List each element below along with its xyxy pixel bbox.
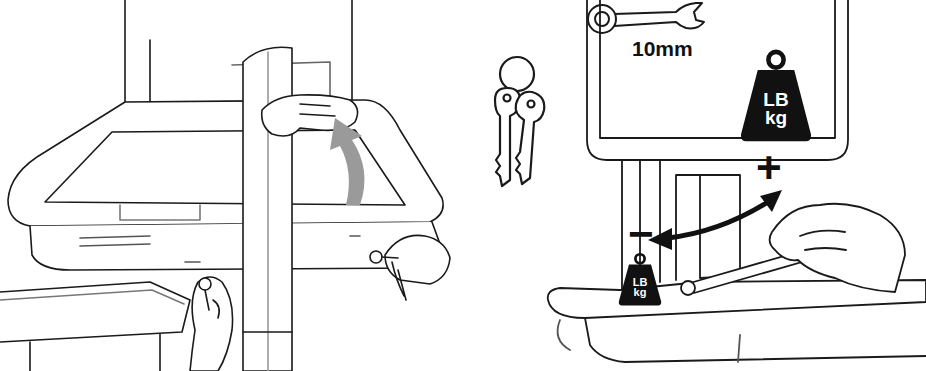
weight-body bbox=[619, 265, 661, 306]
lock bbox=[370, 251, 382, 263]
cart-base bbox=[30, 334, 160, 371]
wrench-ring bbox=[588, 5, 616, 33]
minus-sign: − bbox=[628, 212, 654, 256]
weight-ring bbox=[768, 52, 783, 68]
plus-sign: + bbox=[756, 146, 782, 190]
key-ring bbox=[500, 57, 534, 91]
tray-rim bbox=[8, 100, 443, 226]
cart-right bbox=[548, 0, 926, 362]
arrow-head bbox=[760, 190, 782, 212]
post-joint bbox=[243, 331, 292, 333]
weight-icon: LB kg bbox=[617, 252, 663, 306]
unit-label: LB kg bbox=[633, 277, 648, 298]
finger-line bbox=[800, 231, 846, 250]
drawer-slot bbox=[80, 236, 360, 262]
weight-text-box: LB kg bbox=[738, 48, 814, 142]
keyboard-shelf bbox=[0, 290, 184, 304]
weight-icon: LB kg bbox=[738, 48, 814, 142]
post bbox=[243, 47, 292, 371]
monitor-frame bbox=[587, 0, 848, 160]
dimension-label: 10mm bbox=[632, 38, 693, 59]
lift-arrow bbox=[330, 118, 365, 205]
hand bbox=[770, 204, 905, 292]
lock bbox=[199, 278, 211, 290]
wrench-end bbox=[681, 281, 695, 295]
unit-label: LB kg bbox=[763, 91, 788, 127]
key bbox=[516, 92, 545, 184]
platform-front bbox=[585, 318, 926, 362]
hand bbox=[190, 277, 233, 371]
weight-text-box: LB kg bbox=[617, 252, 663, 306]
finger-line bbox=[300, 104, 335, 116]
weight-body bbox=[741, 70, 811, 141]
key bbox=[382, 257, 406, 300]
turn-arrow bbox=[668, 202, 768, 238]
tray-tab bbox=[120, 205, 200, 220]
wrench-handle bbox=[614, 3, 704, 28]
post-edge bbox=[267, 52, 269, 371]
platform-detail bbox=[558, 320, 740, 362]
wrench-ring bbox=[595, 12, 609, 26]
keys-icon bbox=[495, 57, 544, 186]
drawer bbox=[30, 222, 440, 270]
key-hole bbox=[528, 101, 535, 108]
key bbox=[205, 290, 219, 318]
wrench-icon bbox=[588, 3, 704, 33]
key-hole bbox=[504, 95, 511, 102]
keyboard-shelf bbox=[0, 282, 190, 342]
hand bbox=[385, 235, 450, 284]
cart-left bbox=[0, 0, 450, 371]
